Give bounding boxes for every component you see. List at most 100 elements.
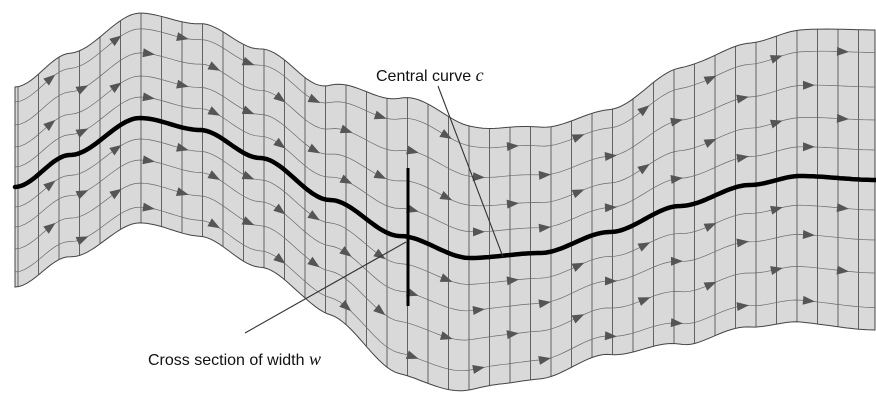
flow-arrow (538, 223, 551, 233)
band-shape (14, 12, 876, 392)
flow-arrow (373, 110, 387, 120)
flow-arrow (736, 238, 749, 248)
flow-arrow (637, 242, 651, 252)
flow-arrow (802, 229, 815, 239)
central-curve-label: Central curve c (376, 66, 484, 85)
flow-arrow (604, 203, 617, 213)
flow-arrow (670, 117, 683, 127)
flow-arrow (604, 151, 617, 161)
cross-section-label-text: Cross section of width (148, 352, 305, 369)
band (14, 12, 876, 392)
flow-arrow (538, 356, 551, 365)
cross-section-variable: w (308, 349, 321, 369)
flow-arrow (439, 190, 453, 201)
flow-arrow (43, 119, 56, 131)
flow-arrow (142, 155, 155, 165)
flow-arrow (506, 142, 519, 152)
flow-arrow (506, 330, 519, 340)
flow-arrow (75, 85, 89, 95)
flow-arrow (769, 55, 783, 64)
flow-arrow (439, 331, 453, 340)
flow-arrow (703, 75, 717, 85)
flow-arrow (75, 128, 89, 138)
flow-arrow (109, 188, 122, 200)
flow-arrow (703, 222, 717, 232)
flow-arrow (836, 113, 849, 123)
flow-arrow (770, 205, 783, 215)
flow-arrow (571, 262, 585, 272)
flow-arrow (307, 210, 320, 221)
flow-arrows (43, 32, 849, 374)
flow-arrow (703, 138, 717, 148)
flow-arrow (604, 331, 617, 341)
flow-arrow (802, 142, 815, 152)
flow-arrow (176, 79, 189, 89)
flow-arrow (207, 61, 221, 71)
flow-arrow (207, 218, 221, 229)
flow-line (14, 206, 876, 372)
flow-arrow (43, 180, 56, 192)
flow-arrow (207, 170, 221, 180)
flow-arrow (109, 82, 122, 93)
flow-arrow (307, 93, 321, 103)
flow-arrow (109, 144, 122, 156)
flow-arrow (736, 94, 749, 104)
flow-arrow (273, 252, 286, 264)
flow-arrow (736, 302, 749, 312)
flow-arrow (109, 35, 122, 47)
flow-arrow (207, 106, 221, 116)
flow-arrow (439, 273, 453, 282)
flow-arrow (43, 74, 56, 86)
flow-arrow (241, 56, 255, 66)
flow-arrow (472, 227, 485, 237)
flow-arrow (506, 199, 519, 209)
flow-arrow (75, 236, 89, 246)
flow-arrow (406, 145, 419, 155)
flow-arrow (637, 297, 651, 306)
flow-arrow (802, 295, 815, 305)
flow-arrow (770, 266, 783, 275)
flow-arrow (176, 187, 189, 196)
central-curve (12, 115, 876, 261)
flow-arrow (373, 169, 387, 180)
flow-arrow (273, 91, 286, 103)
flow-line (14, 52, 875, 178)
flow-arrow (571, 189, 585, 199)
flow-line (14, 96, 876, 233)
flow-arrow (339, 124, 353, 134)
flow-arrow (769, 119, 783, 129)
flow-arrow (670, 174, 683, 184)
flow-arrow (604, 276, 617, 286)
flow-arrow (736, 153, 749, 163)
flow-arrow (472, 306, 485, 315)
flow-arrow (836, 46, 849, 56)
cross-section-label: Cross section of width w (148, 350, 321, 369)
flow-arrow (637, 163, 650, 175)
flow-arrow (472, 365, 485, 374)
flow-arrow (273, 203, 286, 215)
flow-arrow (670, 256, 683, 266)
flow-arrow (339, 174, 353, 184)
flow-arrow (439, 129, 453, 140)
flow-line (14, 159, 876, 312)
flow-arrow (339, 300, 352, 312)
flow-arrow (405, 350, 419, 359)
flow-arrow (571, 314, 585, 324)
flow-arrow (241, 216, 255, 226)
flow-arrow (307, 143, 321, 154)
central-curve-variable: c (475, 65, 484, 85)
flow-arrow (670, 318, 683, 328)
flow-arrow (176, 142, 189, 152)
flow-arrow (142, 202, 155, 212)
flow-arrow (241, 105, 255, 115)
flow-arrow (472, 172, 485, 182)
flow-arrow (571, 134, 585, 143)
flow-arrow (307, 256, 320, 268)
flow-arrow (373, 248, 386, 260)
flow-arrow (836, 265, 849, 275)
flow-arrow (703, 281, 717, 291)
cross-section-pointer (244, 241, 407, 334)
central-curve-pointer (437, 85, 504, 258)
